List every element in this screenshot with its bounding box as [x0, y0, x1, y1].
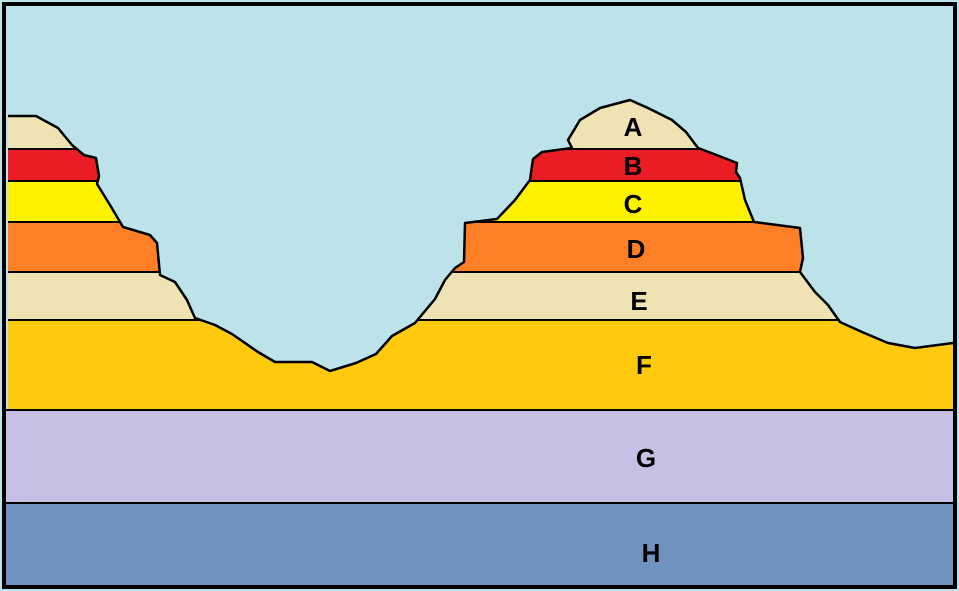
terrain-outline	[8, 98, 954, 373]
layer-d-label: D	[627, 234, 646, 264]
layer-g-label: G	[636, 443, 656, 473]
layer-a-label: A	[624, 112, 643, 142]
layer-f-label: F	[636, 350, 652, 380]
layer-g-band	[5, 410, 954, 503]
layer-h-label: H	[642, 538, 661, 568]
layer-h-band	[5, 503, 954, 587]
layer-e-label: E	[630, 286, 647, 316]
layer-b-label: B	[624, 151, 643, 181]
layer-f-band	[8, 320, 953, 410]
layer-c-label: C	[624, 189, 643, 219]
layer-e-band	[8, 272, 953, 320]
